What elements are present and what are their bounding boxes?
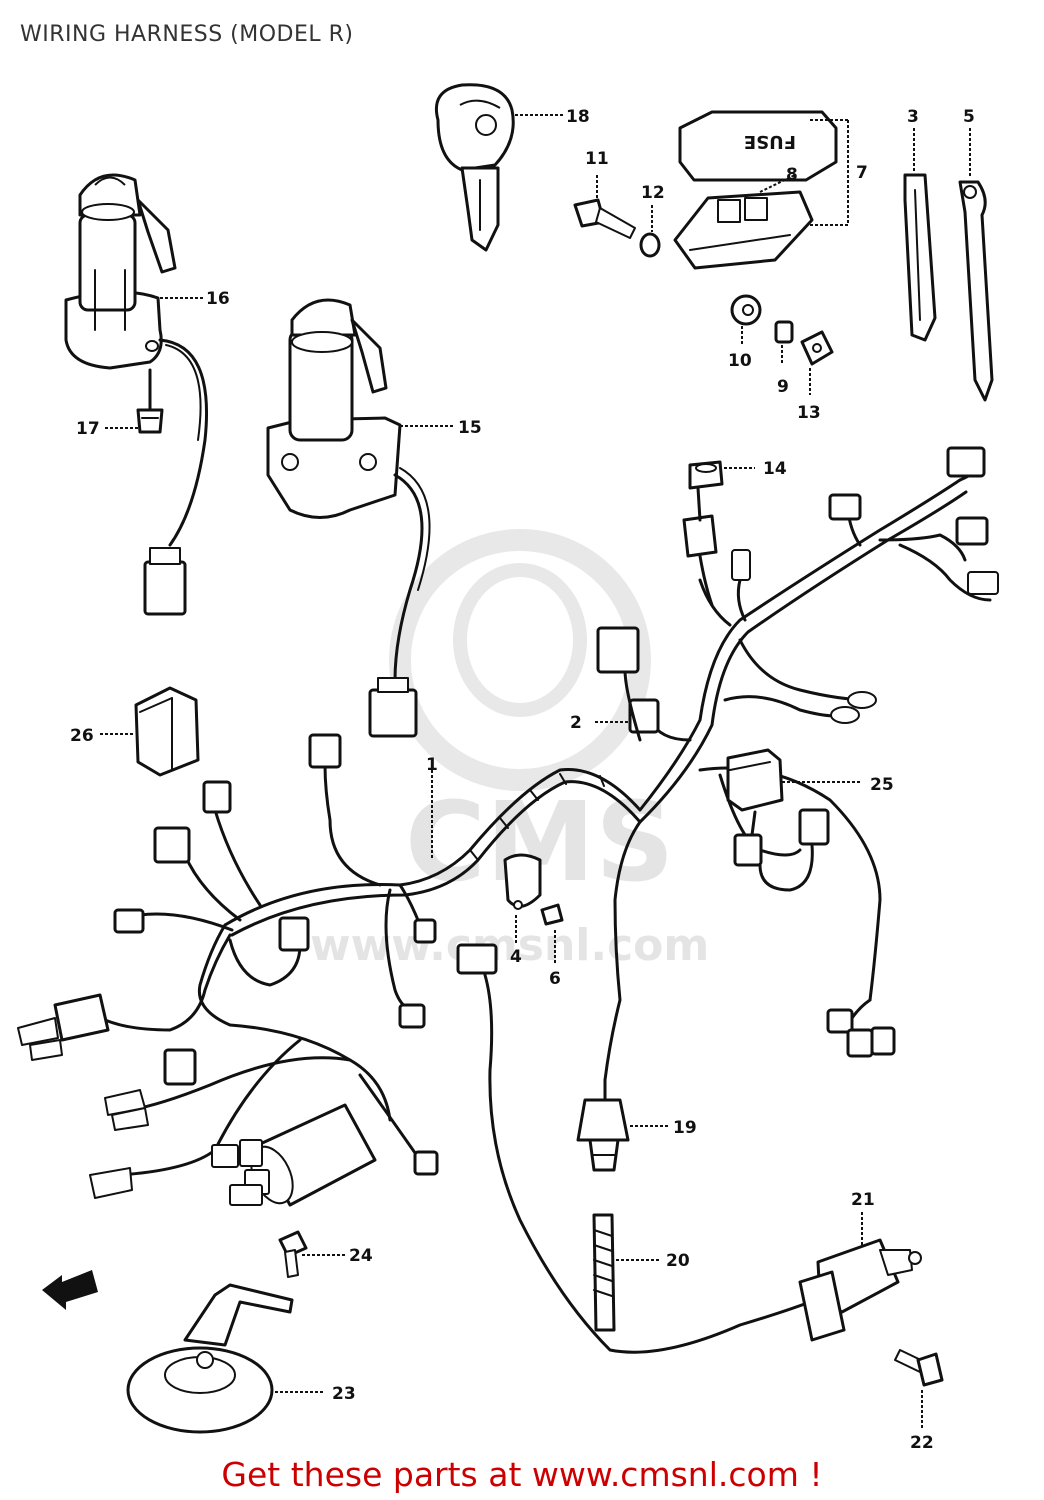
label-part-18: 18: [566, 107, 590, 127]
part-4-clamp: [503, 853, 542, 945]
right-connector-group: [826, 998, 896, 1058]
part-1-right-branches: [596, 446, 999, 1082]
label-part-7: 7: [856, 163, 868, 183]
part-26-relay: [100, 686, 200, 777]
label-part-13: 13: [797, 403, 821, 423]
part-25-relay: [726, 748, 862, 892]
label-part-22: 22: [910, 1433, 934, 1453]
part-20-spring: [592, 1213, 660, 1332]
label-part-12: 12: [641, 183, 665, 203]
part-18-key: [435, 83, 565, 252]
label-part-16: 16: [206, 289, 230, 309]
part-9-collar: [774, 320, 794, 365]
label-part-19: 19: [673, 1118, 697, 1138]
part-1-main-harness: [17, 478, 968, 1207]
part-labels: 1 2 3 4 5 6 7 8 9 10 11 12 13 14 15 16 1…: [70, 107, 975, 1453]
label-part-11: 11: [585, 149, 609, 169]
part-10-grommet: [730, 294, 762, 346]
svg-text:FUSE: FUSE: [744, 131, 796, 152]
label-part-4: 4: [510, 947, 522, 967]
label-part-26: 26: [70, 726, 94, 746]
part-11-bolt: [573, 175, 636, 239]
part-21-brake-switch: [798, 1212, 922, 1342]
label-part-6: 6: [549, 969, 561, 989]
label-part-14: 14: [763, 459, 787, 479]
part-5-strap: [958, 128, 994, 402]
label-part-1: 1: [426, 755, 438, 775]
part-7-fuse-box: FUSE: [673, 110, 849, 270]
watermark-url: www.cmsnl.com: [310, 920, 709, 971]
part-23-horn: [126, 1283, 325, 1434]
part-14-switch: [682, 460, 755, 607]
label-part-21: 21: [851, 1190, 875, 1210]
part-15-steering-lock: [266, 298, 455, 738]
label-part-8: 8: [786, 165, 798, 185]
label-part-24: 24: [349, 1246, 373, 1266]
cmsnl-footer-link[interactable]: Get these parts at www.cmsnl.com !: [221, 1455, 823, 1494]
diagram-title: WIRING HARNESS (MODEL R): [20, 22, 354, 47]
part-17-screw: [105, 368, 164, 434]
label-part-25: 25: [870, 775, 894, 795]
part-13-nut: [800, 330, 834, 395]
label-part-3: 3: [907, 107, 919, 127]
center-connector: [456, 943, 817, 1354]
part-24-screw: [278, 1230, 345, 1278]
part-16-ignition-switch: [64, 173, 209, 616]
label-part-9: 9: [777, 377, 789, 397]
part-12-washer: [639, 205, 661, 258]
label-part-10: 10: [728, 351, 752, 371]
label-part-20: 20: [666, 1251, 690, 1271]
label-part-17: 17: [76, 419, 100, 439]
part-19-switch: [576, 1078, 668, 1172]
label-part-23: 23: [332, 1384, 356, 1404]
label-part-5: 5: [963, 107, 975, 127]
label-part-15: 15: [458, 418, 482, 438]
label-part-2: 2: [570, 713, 582, 733]
front-arrow-icon: [42, 1270, 98, 1310]
cms-watermark: CMS www.cmsnl.com: [310, 529, 709, 971]
part-3-strap: [903, 128, 937, 342]
part-6-screw: [540, 903, 564, 965]
part-22-screw: [894, 1349, 944, 1428]
